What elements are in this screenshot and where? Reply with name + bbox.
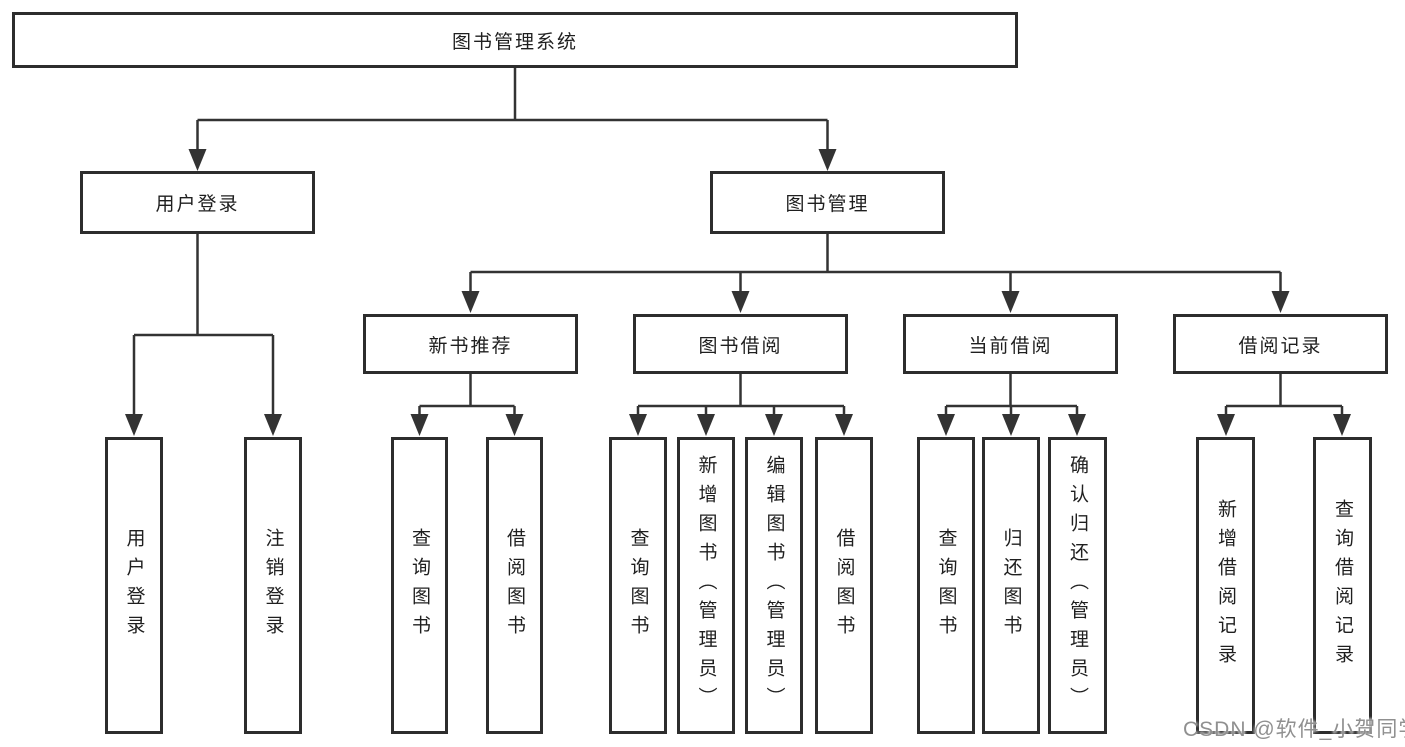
node-label: 当前借阅 <box>968 335 1053 357</box>
leaf-query-borrow-record: 查询借阅记录 <box>1313 437 1372 734</box>
watermark-text: CSDN @软件_小贺同学 <box>1183 718 1405 741</box>
node-label: 查询图书 <box>627 527 649 644</box>
node-label: 图书管理系统 <box>451 31 578 53</box>
node-label: 查询图书 <box>935 527 957 644</box>
node-user-login-branch: 用户登录 <box>80 171 315 234</box>
node-label: 确认归还（管理员） <box>1067 455 1088 716</box>
node-borrow-records: 借阅记录 <box>1173 314 1388 374</box>
node-label: 图书管理 <box>785 194 870 215</box>
leaf-add-borrow-record: 新增借阅记录 <box>1196 437 1255 734</box>
leaf-query-books-current: 查询图书 <box>917 437 975 734</box>
node-book-borrow: 图书借阅 <box>633 314 848 374</box>
node-label: 借阅记录 <box>1238 335 1323 357</box>
node-label: 归还图书 <box>1000 527 1022 644</box>
leaf-user-login: 用户登录 <box>105 437 163 734</box>
node-new-book-recommend: 新书推荐 <box>363 314 578 374</box>
node-label: 查询图书 <box>409 527 430 644</box>
node-label: 编辑图书（管理员） <box>763 455 785 716</box>
node-library-management-system: 图书管理系统 <box>12 12 1018 68</box>
node-label: 注销登录 <box>262 527 284 644</box>
node-label: 借阅图书 <box>833 527 855 644</box>
leaf-logout: 注销登录 <box>244 437 302 734</box>
leaf-query-books-recommend: 查询图书 <box>391 437 448 734</box>
node-label: 查询借阅记录 <box>1332 498 1353 673</box>
leaf-borrow-books-recommend: 借阅图书 <box>486 437 543 734</box>
node-label: 用户登录 <box>123 527 145 644</box>
node-label: 新书推荐 <box>428 335 513 357</box>
leaf-return-books: 归还图书 <box>982 437 1040 734</box>
leaf-borrow-books: 借阅图书 <box>815 437 873 734</box>
node-label: 借阅图书 <box>504 527 525 644</box>
node-label: 用户登录 <box>155 194 240 215</box>
leaf-add-book-admin: 新增图书（管理员） <box>677 437 735 734</box>
leaf-confirm-return-admin: 确认归还（管理员） <box>1048 437 1107 734</box>
node-current-borrow: 当前借阅 <box>903 314 1118 374</box>
node-label: 新增借阅记录 <box>1215 498 1236 673</box>
node-label: 图书借阅 <box>698 335 783 357</box>
node-label: 新增图书（管理员） <box>695 455 717 716</box>
leaf-edit-book-admin: 编辑图书（管理员） <box>745 437 803 734</box>
node-book-management-branch: 图书管理 <box>710 171 945 234</box>
leaf-query-books-borrow: 查询图书 <box>609 437 667 734</box>
